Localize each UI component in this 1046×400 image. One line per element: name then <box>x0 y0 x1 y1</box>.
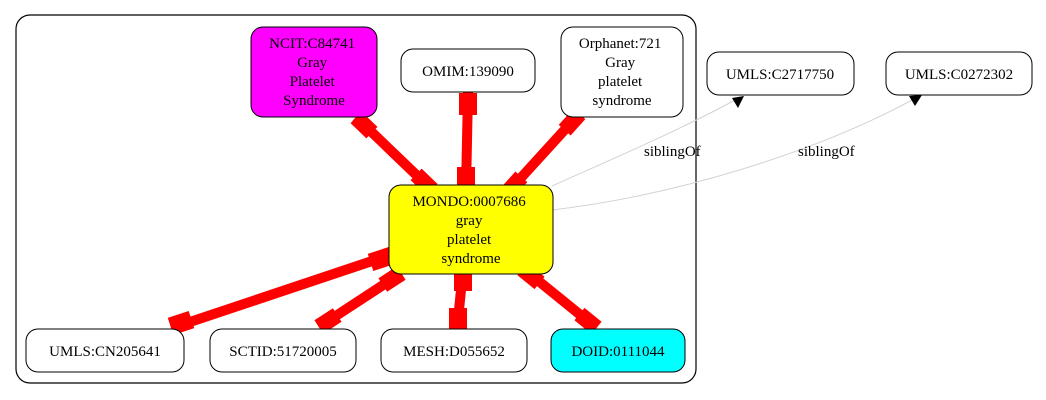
node-orphanet-line-1: Orphanet:721 <box>579 36 661 52</box>
svg-text:MESH:D055652: MESH:D055652 <box>403 344 505 360</box>
node-mesh-line-1: MESH:D055652 <box>403 344 505 360</box>
node-ncit-line-4: Syndrome <box>283 93 345 109</box>
node-mesh-d055652[interactable]: MESH:D055652 <box>380 328 528 373</box>
node-umls-cn205641[interactable]: UMLS:CN205641 <box>25 328 185 373</box>
node-omim-line-1: OMIM:139090 <box>422 64 514 80</box>
edge-sibling-umls-c0272302 <box>551 95 922 211</box>
node-sctid-51720005[interactable]: SCTID:51720005 <box>209 328 357 373</box>
svg-text:Orphanet:721 Gray: Orphanet:721 Gray platelet syndrome <box>579 36 665 109</box>
svg-text:SCTID:51720005: SCTID:51720005 <box>229 344 337 360</box>
node-umls2-line-1: UMLS:C0272302 <box>905 67 1013 83</box>
node-center-line-1: MONDO:0007686 <box>412 194 526 210</box>
node-omim-139090[interactable]: OMIM:139090 <box>400 48 536 93</box>
svg-text:UMLS:CN205641: UMLS:CN205641 <box>49 344 161 360</box>
edge-center-mesh <box>449 269 472 331</box>
node-orphanet-721[interactable]: Orphanet:721 Gray platelet syndrome <box>560 26 684 118</box>
edge-label-siblingof-1: siblingOf <box>644 144 701 160</box>
node-ncit-line-3: Platelet <box>290 74 336 90</box>
node-orphanet-line-2: Gray <box>605 55 635 71</box>
arrowhead-icon <box>732 96 744 108</box>
edge-ncit-center <box>350 111 438 196</box>
node-orphanet-line-4: syndrome <box>592 93 652 109</box>
svg-text:OMIM:139090: OMIM:139090 <box>422 64 514 80</box>
node-umls1-line-1: UMLS:C2717750 <box>726 67 834 83</box>
node-umls-cn-line-1: UMLS:CN205641 <box>49 344 161 360</box>
node-ncit-c84741[interactable]: NCIT:C84741 Gray Platelet Syndrome <box>250 26 378 118</box>
edge-sibling-umls-c2717750 <box>551 96 744 187</box>
edge-label-siblingof-2: siblingOf <box>798 144 855 160</box>
svg-text:NCIT:C84741 Gray P: NCIT:C84741 Gray Platelet Syndrome <box>269 36 359 109</box>
node-doid-0111044[interactable]: DOID:0111044 <box>550 328 686 373</box>
node-center-line-4: syndrome <box>441 251 501 267</box>
node-sctid-line-1: SCTID:51720005 <box>229 344 337 360</box>
node-umls-c2717750[interactable]: UMLS:C2717750 <box>706 51 855 96</box>
node-mondo-0007686[interactable]: MONDO:0007686 gray platelet syndrome <box>388 184 554 275</box>
node-ncit-line-2: Gray <box>297 55 327 71</box>
edge-omim-center <box>457 91 477 191</box>
edge-center-umls-cn205641 <box>167 247 395 335</box>
cluster-box <box>15 14 697 384</box>
svg-text:UMLS:C2717750: UMLS:C2717750 <box>726 67 834 83</box>
svg-text:DOID:0111044: DOID:0111044 <box>571 344 665 360</box>
node-doid-line-1: DOID:0111044 <box>571 344 665 360</box>
node-center-line-3: platelet <box>447 232 492 248</box>
svg-text:MONDO:0007686 gray: MONDO:0007686 gray platelet syndrome <box>412 194 529 267</box>
svg-text:UMLS:C0272302: UMLS:C0272302 <box>905 67 1013 83</box>
node-ncit-line-1: NCIT:C84741 <box>269 36 355 52</box>
node-center-line-2: gray <box>456 213 483 229</box>
arrowhead-icon <box>909 95 922 106</box>
node-umls-c0272302[interactable]: UMLS:C0272302 <box>885 51 1033 96</box>
node-orphanet-line-3: platelet <box>598 74 643 90</box>
